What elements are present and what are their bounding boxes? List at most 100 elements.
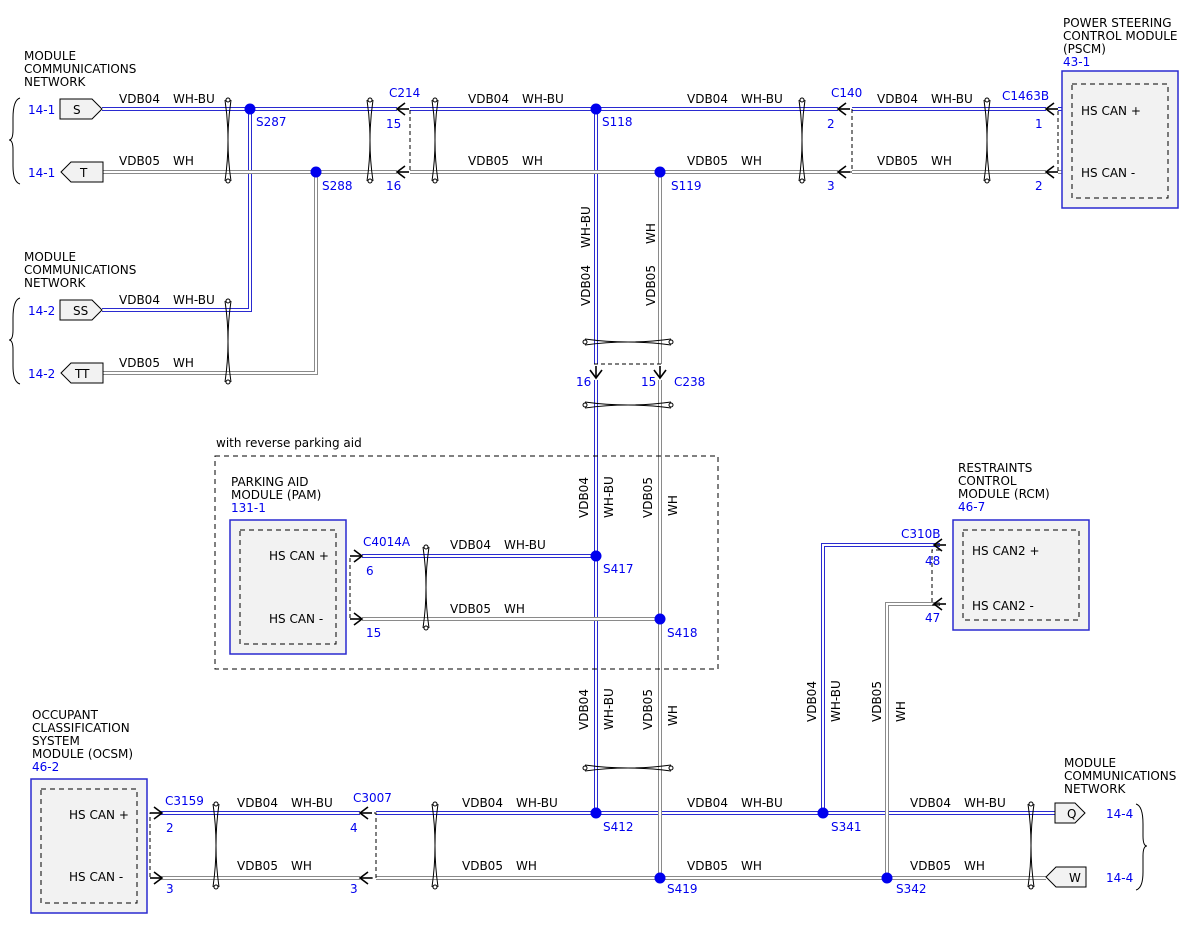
splice-s288[interactable]: S288 xyxy=(322,179,353,193)
splice-dot[interactable] xyxy=(654,872,666,884)
splice-s342[interactable]: S342 xyxy=(896,882,927,896)
pin-c214-16: 16 xyxy=(386,179,401,193)
pscm-title-line1: POWER STEERING xyxy=(1063,16,1172,30)
wire-core xyxy=(822,544,940,813)
wire-label: WH-BU xyxy=(579,206,593,248)
offpage-s[interactable]: 14-1 S xyxy=(28,98,103,120)
twist-mark xyxy=(425,546,430,629)
pam-ref[interactable]: 131-1 xyxy=(231,501,266,515)
offpage-q[interactable]: Q 14-4 xyxy=(1054,802,1133,824)
pscm-ref[interactable]: 43-1 xyxy=(1063,55,1090,69)
splice-dot[interactable] xyxy=(590,550,602,562)
pam-title-line1: PARKING AID xyxy=(231,475,309,489)
pscm-module[interactable]: POWER STEERING CONTROL MODULE (PSCM) 43-… xyxy=(1061,16,1179,209)
offpage-tt-ref[interactable]: 14-2 xyxy=(28,367,55,381)
offpage-ss-ref[interactable]: 14-2 xyxy=(28,304,55,318)
splice-dot[interactable] xyxy=(310,166,322,178)
svg-text:COMMUNICATIONS: COMMUNICATIONS xyxy=(24,62,136,76)
pam-module[interactable]: PARKING AID MODULE (PAM) 131-1 HS CAN + … xyxy=(229,475,347,655)
wire-label: WH-BU xyxy=(741,92,783,106)
wire-label: VDB04 xyxy=(910,796,951,810)
connector-labels: C214 C140 C1463B C238 C4014A C310B C3159… xyxy=(165,86,1049,896)
offpage-q-ref[interactable]: 14-4 xyxy=(1106,807,1133,821)
pin-c238-15: 15 xyxy=(641,375,656,389)
wire-label: VDB04 xyxy=(577,477,591,518)
splice-s412[interactable]: S412 xyxy=(603,820,634,834)
offpage-w-ref[interactable]: 14-4 xyxy=(1106,871,1133,885)
twist-end xyxy=(432,178,438,184)
offpage-t[interactable]: 14-1 T xyxy=(28,161,104,183)
twist-end xyxy=(432,97,438,103)
twist-mark xyxy=(801,99,806,182)
offpage-s-ref[interactable]: 14-1 xyxy=(28,103,55,117)
wire-label: WH-BU xyxy=(829,680,843,722)
splice-dot[interactable] xyxy=(817,807,829,819)
connector-c3159[interactable]: C3159 xyxy=(165,794,204,808)
connector-c238[interactable]: C238 xyxy=(674,375,705,389)
splice-dot[interactable] xyxy=(244,103,256,115)
offpage-ss[interactable]: 14-2 SS xyxy=(28,299,103,321)
wire-label: WH xyxy=(964,859,985,873)
reverse-parking-aid-caption: with reverse parking aid xyxy=(216,436,362,450)
pin-c3007-3: 3 xyxy=(350,882,358,896)
pscm-pin-plus: HS CAN + xyxy=(1081,104,1141,118)
wire-label: WH xyxy=(291,859,312,873)
splice-s118[interactable]: S118 xyxy=(602,115,633,129)
splice-s419[interactable]: S419 xyxy=(667,882,698,896)
pin-c214-15: 15 xyxy=(386,117,401,131)
wire-label: VDB04 xyxy=(805,681,819,722)
offpage-ss-label: SS xyxy=(73,304,88,318)
splice-s418[interactable]: S418 xyxy=(667,626,698,640)
svg-text:COMMUNICATIONS: COMMUNICATIONS xyxy=(24,263,136,277)
wire-label: WH-BU xyxy=(173,92,215,106)
twist-end xyxy=(582,402,588,408)
twist-end xyxy=(668,402,674,408)
connector-c140[interactable]: C140 xyxy=(831,86,862,100)
twist-end xyxy=(1028,884,1034,890)
connector-c3007[interactable]: C3007 xyxy=(353,791,392,805)
splice-dot[interactable] xyxy=(590,807,602,819)
pam-pin-plus: HS CAN + xyxy=(269,549,329,563)
ocsm-pin-plus: HS CAN + xyxy=(69,808,129,822)
wire-label: VDB05 xyxy=(910,859,951,873)
wire-label: WH-BU xyxy=(602,688,616,730)
splice-s341[interactable]: S341 xyxy=(831,820,862,834)
twist-end xyxy=(984,178,990,184)
connector-c1463b[interactable]: C1463B xyxy=(1002,89,1049,103)
pin-c310b-48: 48 xyxy=(925,554,940,568)
pin-c3159-3: 3 xyxy=(166,882,174,896)
offpage-tt[interactable]: 14-2 TT xyxy=(28,362,104,384)
offpage-s-label: S xyxy=(73,103,81,117)
splice-s417[interactable]: S417 xyxy=(603,562,634,576)
splice-points xyxy=(244,103,893,884)
twist-mark xyxy=(227,99,232,182)
wire-label: WH xyxy=(504,602,525,616)
pin-c4014a-6: 6 xyxy=(366,564,374,578)
twist-mark xyxy=(584,341,672,346)
splice-s119[interactable]: S119 xyxy=(671,179,702,193)
offpage-w[interactable]: W 14-4 xyxy=(1045,866,1133,888)
splice-s287[interactable]: S287 xyxy=(256,115,287,129)
splice-dot[interactable] xyxy=(881,872,893,884)
offpage-t-ref[interactable]: 14-1 xyxy=(28,166,55,180)
splice-dot[interactable] xyxy=(590,103,602,115)
svg-text:NETWORK: NETWORK xyxy=(1064,782,1127,796)
twist-mark xyxy=(215,803,220,888)
connector-c214[interactable]: C214 xyxy=(389,86,420,100)
connector-c310b[interactable]: C310B xyxy=(901,527,941,541)
wire-label: VDB04 xyxy=(468,92,509,106)
wire-label: VDB05 xyxy=(119,154,160,168)
twist-mark xyxy=(584,404,672,409)
connector-c4014a[interactable]: C4014A xyxy=(363,535,411,549)
rcm-ref[interactable]: 46-7 xyxy=(958,500,985,514)
splice-dot[interactable] xyxy=(654,166,666,178)
ocsm-ref[interactable]: 46-2 xyxy=(32,760,59,774)
wire-label: WH xyxy=(644,223,658,244)
wire-label: WH-BU xyxy=(516,796,558,810)
svg-text:MODULE: MODULE xyxy=(24,250,76,264)
splice-dot[interactable] xyxy=(654,613,666,625)
ocsm-title-line3: SYSTEM xyxy=(32,734,80,748)
ocsm-module[interactable]: OCCUPANT CLASSIFICATION SYSTEM MODULE (O… xyxy=(30,708,148,914)
rcm-module[interactable]: RESTRAINTS CONTROL MODULE (RCM) 46-7 HS … xyxy=(952,461,1090,631)
